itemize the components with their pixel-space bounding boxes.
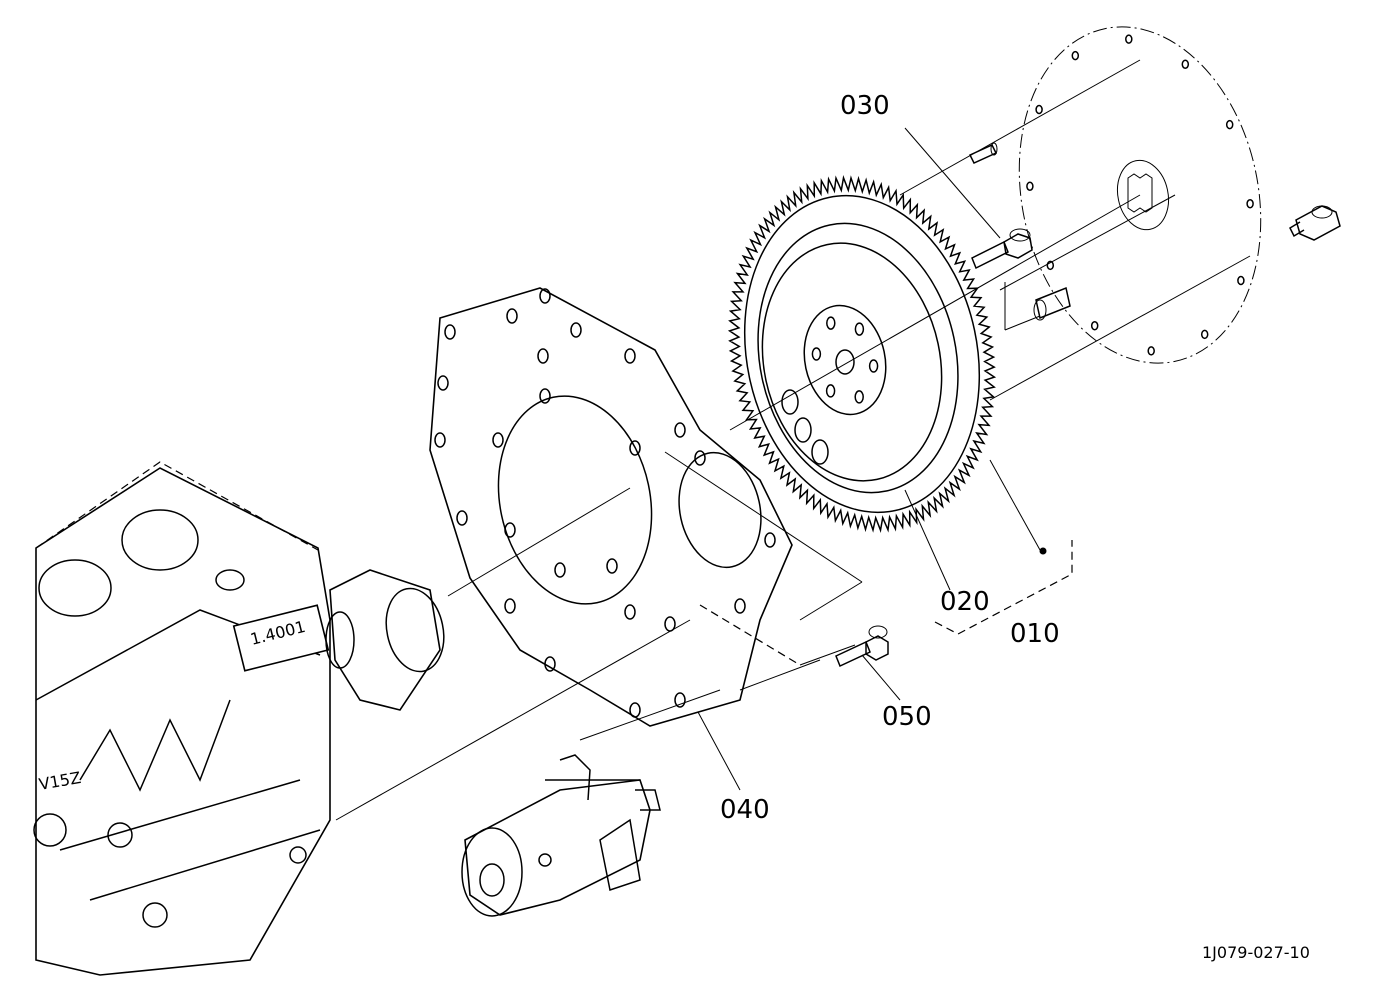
flywheel-bolt-hole (826, 316, 836, 330)
drive-plate-hole (1071, 50, 1080, 61)
drive-plate-hole (1237, 275, 1245, 286)
end-plate-hole (674, 422, 686, 438)
drawing-code: 1J079-027-10 (1202, 943, 1310, 962)
end-plate-hole (570, 322, 582, 338)
drive-plate-hole (1046, 260, 1055, 271)
end-plate-hole (456, 510, 468, 526)
label-030: 030 (840, 91, 890, 121)
end-plate (429, 287, 793, 727)
drive-plate-hole (1035, 104, 1043, 115)
end-plate-hole (764, 532, 776, 548)
end-plate-bolt (835, 625, 889, 668)
flywheel-bolt (971, 228, 1033, 270)
end-plate-hole (554, 562, 566, 578)
flywheel-bolt-hole (854, 322, 865, 336)
end-plate-hole (537, 348, 549, 364)
crankshaft-end (325, 569, 445, 711)
flywheel-bolt-hole (825, 384, 836, 398)
pilot-bushing (1033, 286, 1071, 321)
starter-motor (461, 754, 661, 917)
drive-plate-hole (1200, 329, 1209, 340)
flywheel-bolt-hole (854, 390, 864, 404)
leader-lines (697, 127, 1047, 791)
flywheel-ring-gear (727, 175, 997, 533)
end-plate-hole (539, 288, 551, 304)
end-plate-hole (504, 598, 516, 614)
drive-plate-hole (1181, 59, 1190, 70)
drive-plate-hole (1147, 346, 1155, 356)
end-plate-hole (606, 558, 618, 574)
drive-plate-hole (1026, 181, 1034, 192)
end-plate-hole (674, 692, 686, 708)
label-040: 040 (720, 795, 770, 825)
label-020: 020 (940, 587, 990, 617)
end-plate-hole (539, 388, 551, 404)
dowel-pin (968, 142, 998, 164)
end-plate-hole (629, 440, 641, 456)
end-plate-hole (506, 308, 518, 324)
end-plate-hole (434, 432, 446, 448)
end-plate-hole (504, 522, 516, 538)
end-plate-hole (734, 598, 746, 614)
center-lines (335, 59, 1251, 821)
drive-plate-hole (1225, 119, 1234, 130)
end-plate-hole (492, 432, 504, 448)
end-plate-hole (544, 656, 556, 672)
end-plate-hole (444, 324, 456, 340)
drive-plate-hole (1125, 34, 1133, 44)
label-050: 050 (882, 702, 932, 732)
flywheel-bolt-hole (868, 359, 879, 373)
label-010: 010 (1010, 619, 1060, 649)
end-plate-hole (624, 604, 636, 620)
flywheel-bolt-hole (811, 347, 822, 361)
end-plate-hole (629, 702, 641, 718)
drive-plate-hole (1246, 198, 1254, 209)
end-plate-hole (694, 450, 706, 466)
end-plate-hole (624, 348, 636, 364)
drive-plate-hole (1090, 320, 1099, 331)
end-plate-hole (437, 375, 449, 391)
assembly-bracket-010 (934, 540, 1073, 635)
bolt-right (1289, 205, 1341, 241)
engine-block: 1.4001 V15Z (33, 461, 331, 976)
